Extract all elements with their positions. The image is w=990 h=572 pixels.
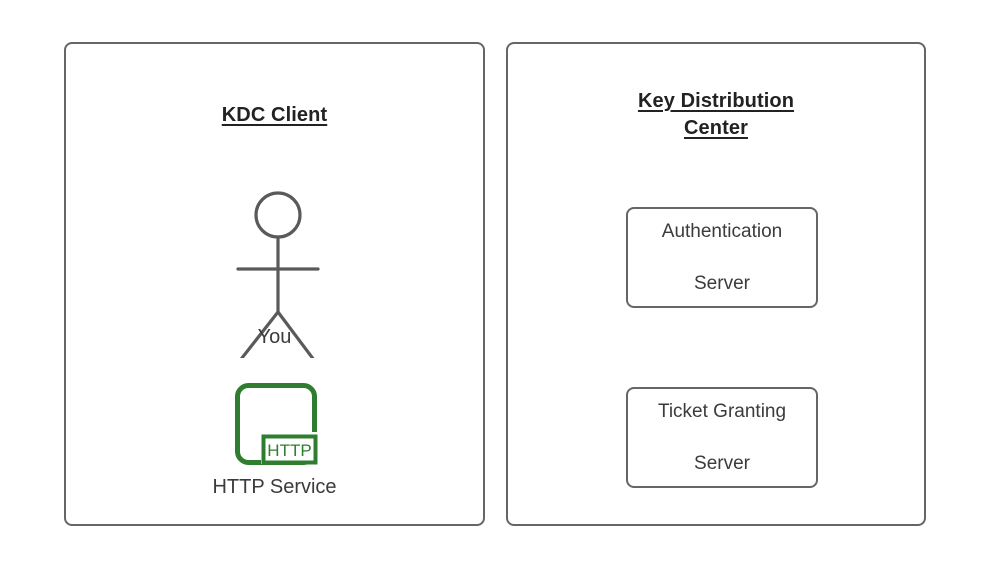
ticket-granting-server-line2: Server [694,452,750,474]
kdc-title-line1: Key Distribution [637,90,795,112]
kdc-title-line2: Center [684,117,748,139]
authentication-server-line2: Server [694,272,750,294]
actor-label: You [257,326,292,348]
stick-figure-icon [218,158,338,358]
authentication-server-line1: Authentication [661,220,783,242]
kdc-client-panel-title: KDC Client [66,102,483,129]
http-service-icon: HTTP [234,382,320,470]
key-distribution-center-panel: Key Distribution Center Authentication S… [506,42,926,526]
kdc-client-panel: KDC Client You [64,42,485,526]
ticket-granting-server-box: Ticket Granting Server [626,387,818,488]
kdc-panel-title: Key Distribution Center [508,88,924,142]
http-badge-text: HTTP [267,441,311,460]
ticket-granting-server-line1: Ticket Granting [657,400,787,422]
http-service-label: HTTP Service [212,476,337,498]
authentication-server-box: Authentication Server [626,207,818,308]
kdc-client-title-text: KDC Client [221,104,328,126]
